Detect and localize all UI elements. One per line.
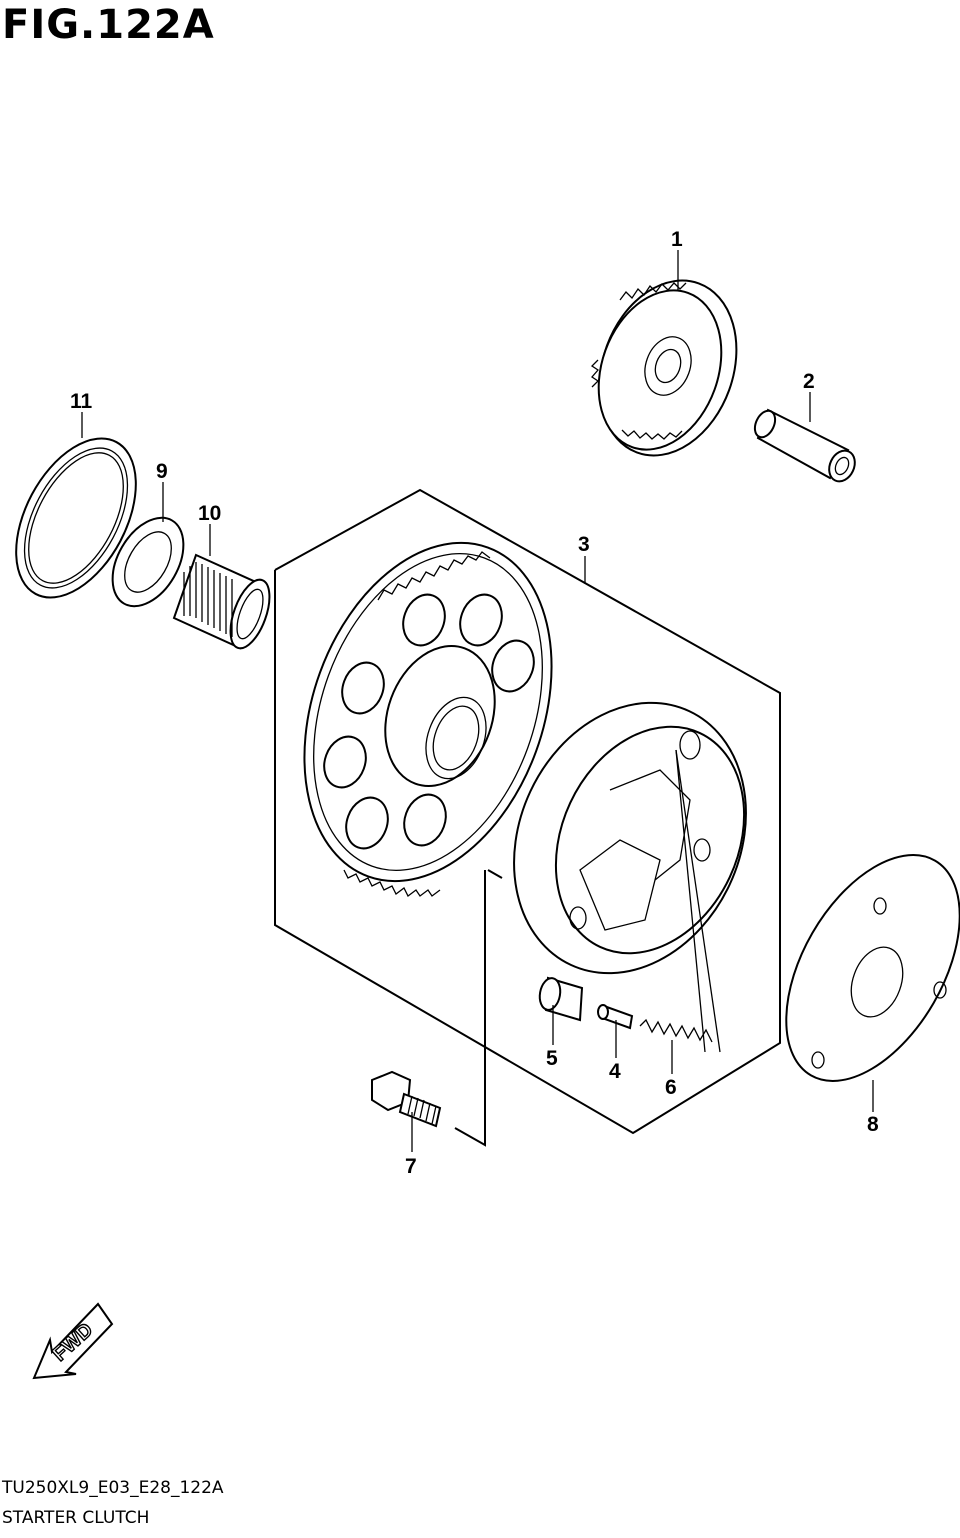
assembly-outline [274,488,781,1147]
callout-6: 6 [665,1076,677,1099]
diagram-name: STARTER CLUTCH [2,1508,150,1528]
part-6-spring [639,1018,713,1043]
part-5-roller [538,976,584,1022]
part-4-pin [597,1004,634,1030]
callout-11: 11 [70,390,93,413]
callout-3: 3 [578,533,590,556]
part-1-driven-gear [590,279,738,457]
callout-8: 8 [867,1113,879,1136]
callout-4: 4 [609,1060,621,1083]
part-3-clutch-body [513,701,747,1053]
callout-10: 10 [198,502,221,525]
part-10-needle-bearing [172,553,271,650]
part-9-washer [111,516,185,608]
part-3-starter-gear [303,541,553,897]
part-2-shaft [753,408,856,483]
callout-9: 9 [156,460,168,483]
callout-5: 5 [546,1047,558,1070]
part-8-plate [785,854,960,1082]
part-7-bolt [371,1070,442,1128]
leader-lines [81,250,874,1152]
callout-1: 1 [671,228,683,251]
callout-numbers: 1 2 3 4 5 6 7 8 9 10 11 [70,228,879,1178]
figure-title: FIG.122A [2,2,215,48]
diagram-code: TU250XL9_E03_E28_122A [2,1478,224,1498]
part-11-ring [15,437,137,599]
callout-2: 2 [803,370,815,393]
callout-7: 7 [405,1155,417,1178]
fwd-arrow-icon: FWD [32,1302,114,1380]
